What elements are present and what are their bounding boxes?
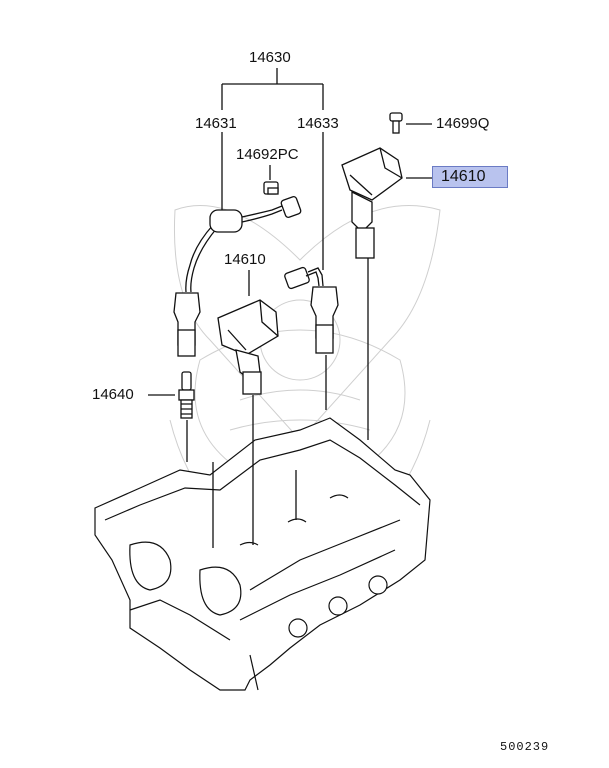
- label-14610-second[interactable]: 14610: [224, 251, 266, 268]
- spark-plug-icon: [178, 371, 195, 419]
- label-14633[interactable]: 14633: [297, 115, 339, 132]
- plug-wire-icon: [284, 266, 339, 354]
- label-14640[interactable]: 14640: [92, 386, 134, 403]
- bolt-icon: [389, 112, 403, 134]
- ignition-coil-icon: [217, 299, 279, 395]
- label-14692pc[interactable]: 14692PC: [236, 146, 299, 163]
- label-14630[interactable]: 14630: [249, 49, 291, 66]
- label-14631[interactable]: 14631: [195, 115, 237, 132]
- plug-wire-icon: [173, 196, 302, 357]
- clip-icon: [263, 181, 279, 195]
- cylinder-head-icon: [94, 417, 431, 691]
- leader-lines: [148, 68, 432, 548]
- diagram-code: 500239: [500, 740, 550, 754]
- ignition-coil-icon: [341, 147, 403, 259]
- label-14699q[interactable]: 14699Q: [436, 115, 490, 132]
- label-14610-highlighted[interactable]: 14610: [432, 166, 508, 188]
